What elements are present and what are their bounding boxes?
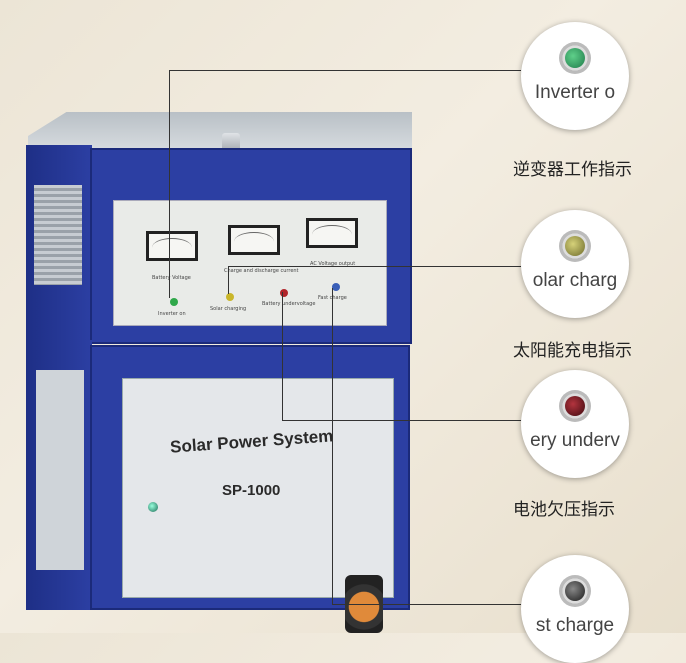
leader-line <box>282 292 283 420</box>
leader-line <box>228 266 229 294</box>
callout-zoom-text: ery underv <box>530 430 620 451</box>
charge-current-meter <box>228 225 280 255</box>
door-indicator-icon <box>148 502 158 512</box>
vent-grille <box>34 185 82 285</box>
leader-line <box>228 266 521 267</box>
product-model: SP-1000 <box>222 482 281 499</box>
ac-voltage-meter <box>306 218 358 248</box>
led-zoom-icon <box>559 42 591 74</box>
control-panel: Battery Voltage Charge and discharge cur… <box>113 200 387 326</box>
indicator-label: Inverter on <box>158 311 186 317</box>
fast-charge-led <box>332 283 340 291</box>
callout-caption: 电池欠压指示 <box>513 500 615 520</box>
solar-charging-led <box>226 293 234 301</box>
callout-solar: olar charg <box>521 210 629 318</box>
callout-fast-charge: st charge <box>521 555 629 663</box>
cabinet-door <box>122 378 394 598</box>
indicator-label: Battery undervoltage <box>262 301 316 307</box>
meter-label: AC Voltage output <box>310 261 356 267</box>
side-panel <box>36 370 84 570</box>
led-zoom-icon <box>559 390 591 422</box>
leader-line <box>169 70 170 298</box>
callout-battery: ery underv <box>521 370 629 478</box>
callout-inverter: Inverter o <box>521 22 629 130</box>
indicator-label: Solar charging <box>210 306 247 312</box>
meter-label: Charge and discharge current <box>224 268 299 274</box>
inverter-on-led <box>170 298 178 306</box>
leader-line <box>169 70 521 71</box>
led-zoom-icon <box>559 575 591 607</box>
led-zoom-icon <box>559 230 591 262</box>
leader-line <box>332 288 333 604</box>
callout-zoom-text: Inverter o <box>534 82 616 103</box>
battery-voltage-meter <box>146 231 198 261</box>
callout-zoom-text: olar charg <box>532 270 618 291</box>
callout-caption: 太阳能充电指示 <box>513 341 632 361</box>
callout-caption: 逆变器工作指示 <box>513 160 632 180</box>
battery-undervoltage-led <box>280 289 288 297</box>
leader-line <box>332 604 521 605</box>
callout-zoom-text: st charge <box>535 615 615 636</box>
meter-label: Battery Voltage <box>152 275 191 281</box>
leader-line <box>282 420 521 421</box>
